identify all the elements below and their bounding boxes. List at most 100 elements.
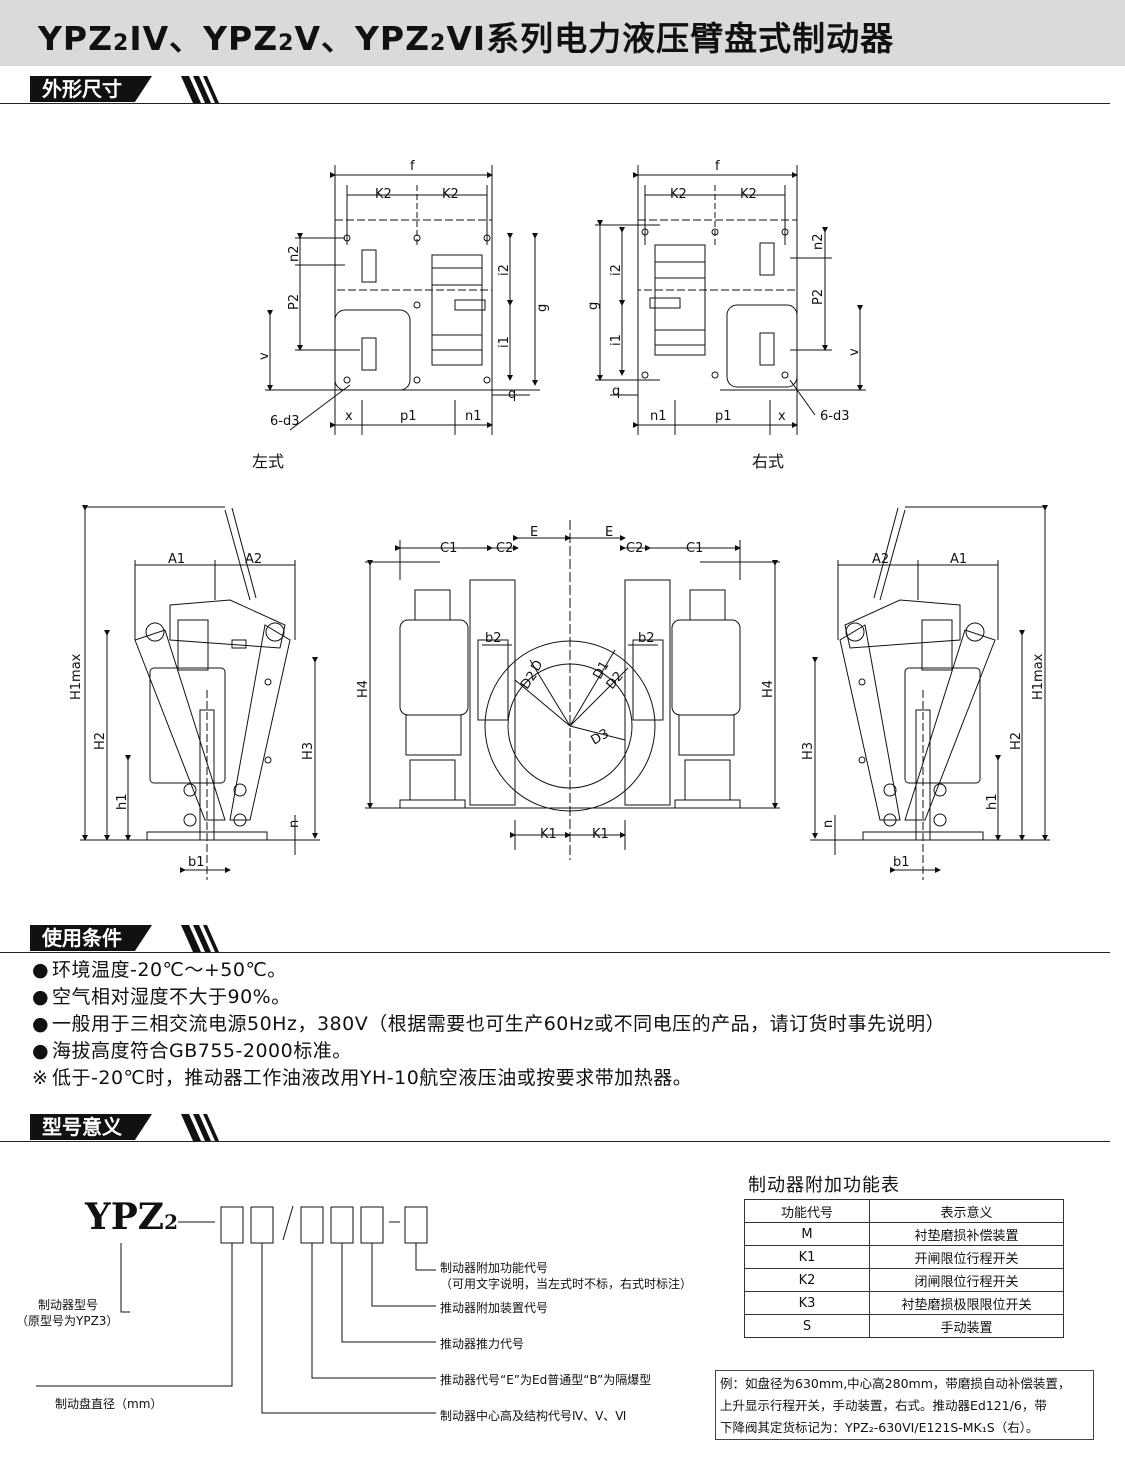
side-view-right (810, 505, 1050, 880)
model-code: YPZ2 (85, 1196, 178, 1238)
dim-g-left: g (535, 304, 550, 312)
dim-h2-right: H2 (1009, 732, 1024, 750)
label-disc-diameter: 制动盘直径（mm） (55, 1397, 163, 1411)
slash-decoration-icon (181, 76, 219, 103)
dim-b2-right: b2 (638, 631, 655, 646)
dim-c2-left: C2 (496, 541, 513, 556)
table-row: K3 衬垫磨损极限限位开关 (744, 1291, 1064, 1315)
section-rule (0, 103, 1110, 104)
table-cell: 衬垫磨损极限限位开关 (869, 1291, 1064, 1315)
dim-k2-right-b: K2 (740, 187, 757, 202)
dim-a2-right: A2 (872, 552, 889, 567)
dim-d3: D3 (589, 726, 612, 748)
label-pusher-device: 推动器附加装置代号 (440, 1301, 549, 1315)
condition-item: ●空气相对湿度不大于90%。 (32, 986, 291, 1008)
dim-h2-left: H2 (93, 732, 108, 750)
label-extra-function: 制动器附加功能代号 (440, 1261, 549, 1275)
front-view-center (365, 520, 780, 860)
dim-h1-right: h1 (985, 793, 1000, 810)
slash-decoration-icon (181, 925, 219, 952)
table-cell: S (744, 1314, 870, 1338)
condition-item: ●海拔高度符合GB755-2000标准。 (32, 1040, 352, 1062)
table-cell: 闭闸限位行程开关 (869, 1268, 1064, 1292)
table-cell: M (744, 1222, 870, 1246)
dim-h4-left: H4 (356, 680, 371, 698)
dim-v-right: v (847, 348, 862, 356)
example-line: 例：如盘径为630mm,中心高280mm，带磨损自动补偿装置， (720, 1376, 1071, 1391)
dim-k2-left-a: K2 (375, 187, 392, 202)
dim-e-right: E (605, 525, 613, 540)
table-row: K1 开闸限位行程开关 (744, 1245, 1064, 1269)
table-row: S 手动装置 (744, 1314, 1064, 1338)
dim-c1-left: C1 (440, 541, 457, 556)
dim-i1-left: i1 (497, 336, 512, 348)
table-cell: 开闸限位行程开关 (869, 1245, 1064, 1269)
dimension-drawing: f K2 K2 n2 P2 v i2 i1 g q x p1 n1 6-d3 f… (69, 159, 1050, 880)
label-center-height: 制动器中心高及结构代号Ⅳ、Ⅴ、Ⅵ (440, 1409, 627, 1423)
label-left-style: 左式 (252, 452, 284, 471)
example-line: 下降阀其定货标记为：YPZ₂-630VI/E121S-MK₁S（右）。 (720, 1420, 1039, 1435)
dim-k1-left: K1 (540, 827, 557, 842)
dim-n1-right: n1 (650, 409, 667, 424)
dim-n1-left: n1 (465, 409, 482, 424)
dim-n2-left: n2 (287, 245, 302, 262)
table-header-cell: 表示意义 (869, 1199, 1064, 1223)
table-row: M 衬垫磨损补偿装置 (744, 1222, 1064, 1246)
dim-k2-right-a: K2 (670, 187, 687, 202)
example-box: 例：如盘径为630mm,中心高280mm，带磨损自动补偿装置， 上升显示行程开关… (715, 1370, 1094, 1440)
label-brake-model: 制动器型号 (38, 1298, 99, 1312)
dim-a2-left: A2 (245, 552, 262, 567)
section-title-dimensions: 外形尺寸 (30, 76, 152, 102)
dim-d3-right: 6-d3 (820, 409, 850, 424)
table-header-cell: 功能代号 (744, 1199, 870, 1223)
dim-p1-left: p1 (400, 409, 417, 424)
table-cell: K2 (744, 1268, 870, 1292)
dim-n2-right: n2 (811, 233, 826, 250)
dim-q-right: q (612, 384, 620, 399)
dim-c1-right: C1 (686, 541, 703, 556)
label-extra-function-note: （可用文字说明，当左式时不标，右式时标注） (440, 1277, 693, 1291)
dim-f-right: f (715, 159, 720, 174)
table-cell: 手动装置 (869, 1314, 1064, 1338)
dim-k2-left-b: K2 (442, 187, 459, 202)
dim-e-left: E (530, 525, 538, 540)
side-view-left (80, 505, 320, 880)
dim-p2-left: P2 (287, 294, 302, 310)
table-row: K2 闭闸限位行程开关 (744, 1268, 1064, 1292)
dim-h3-left: H3 (301, 742, 316, 760)
dim-i1-right: i1 (609, 334, 624, 346)
page-title: YPZ2IV、YPZ2V、YPZ2VI系列电力液压臂盘式制动器 (38, 19, 895, 58)
plan-view-right (595, 165, 866, 435)
dim-h1max-left: H1max (69, 653, 84, 700)
dim-x-right: x (778, 409, 786, 424)
dim-a1-left: A1 (168, 552, 185, 567)
dim-h1-left: h1 (115, 793, 130, 810)
dim-b1-left: b1 (188, 855, 205, 870)
dim-h4-right: H4 (761, 680, 776, 698)
example-line: 上升显示行程开关，手动装置，右式。推动器Ed121/6，带 (720, 1398, 1047, 1413)
dim-k1-right: K1 (592, 827, 609, 842)
section-rule (0, 952, 1110, 953)
dim-i2-right: i2 (609, 264, 624, 276)
function-table-title: 制动器附加功能表 (748, 1175, 900, 1196)
dim-q-left: q (508, 387, 516, 402)
dim-n-left: n (287, 820, 302, 828)
dim-b2-left: b2 (485, 631, 502, 646)
dim-p2-right: P2 (811, 289, 826, 305)
table-cell: K1 (744, 1245, 870, 1269)
condition-item: ●一般用于三相交流电源50Hz，380V（根据需要也可生产60Hz或不同电压的产… (32, 1013, 946, 1035)
label-brake-model-note: （原型号为YPZ3） (16, 1314, 119, 1328)
table-cell: 衬垫磨损补偿装置 (869, 1222, 1064, 1246)
dim-i2-left: i2 (497, 264, 512, 276)
label-pusher-type: 推动器代号“E”为Ed普通型“B”为隔爆型 (440, 1373, 652, 1387)
table-header-row: 功能代号 表示意义 (744, 1199, 1064, 1223)
condition-note: ※低于-20℃时，推动器工作油液改用YH-10航空液压油或按要求带加热器。 (32, 1067, 693, 1089)
slash-decoration-icon (181, 1114, 219, 1141)
dim-v-left: v (257, 352, 272, 360)
plan-view-left (265, 165, 540, 435)
dim-x-left: x (345, 409, 353, 424)
condition-item: ●环境温度-20℃～+50℃。 (32, 959, 287, 981)
function-table: 功能代号 表示意义 M 衬垫磨损补偿装置 K1 开闸限位行程开关 K2 闭闸限位… (744, 1199, 1064, 1338)
dim-h1max-right: H1max (1031, 653, 1046, 700)
dim-p1-right: p1 (715, 409, 732, 424)
